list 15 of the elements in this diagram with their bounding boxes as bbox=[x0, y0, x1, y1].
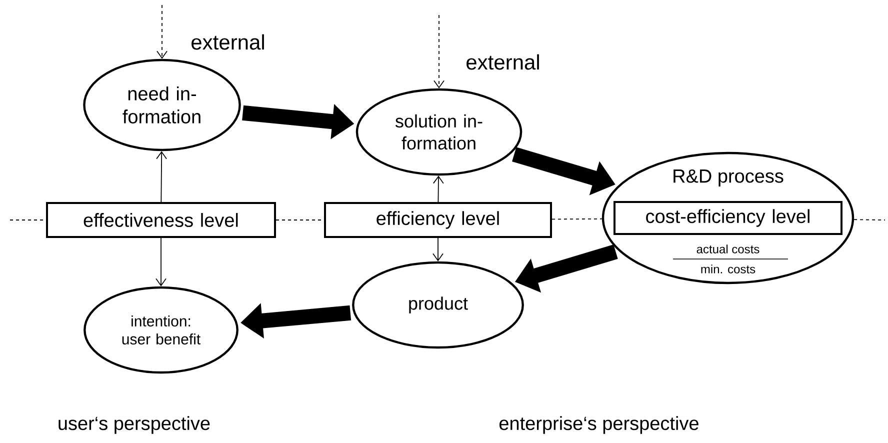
level-box: cost-efficiency level bbox=[614, 201, 842, 235]
dashed-arrow bbox=[156, 4, 168, 59]
arrow bbox=[432, 176, 444, 202]
arrow bbox=[432, 238, 444, 262]
edge-label: external bbox=[190, 33, 266, 51]
perspective-label: user‘s perspective bbox=[58, 416, 210, 434]
perspective-label: enterprise‘s perspective bbox=[499, 416, 698, 434]
arrow bbox=[156, 238, 166, 286]
dashed-line bbox=[552, 218, 602, 220]
dashed-line bbox=[854, 219, 886, 220]
edge-label: external bbox=[464, 53, 542, 71]
level-box: efficiency level bbox=[324, 202, 552, 238]
dashed-arrow bbox=[434, 14, 444, 88]
arrow bbox=[156, 151, 167, 202]
level-box: effectiveness level bbox=[46, 202, 276, 238]
